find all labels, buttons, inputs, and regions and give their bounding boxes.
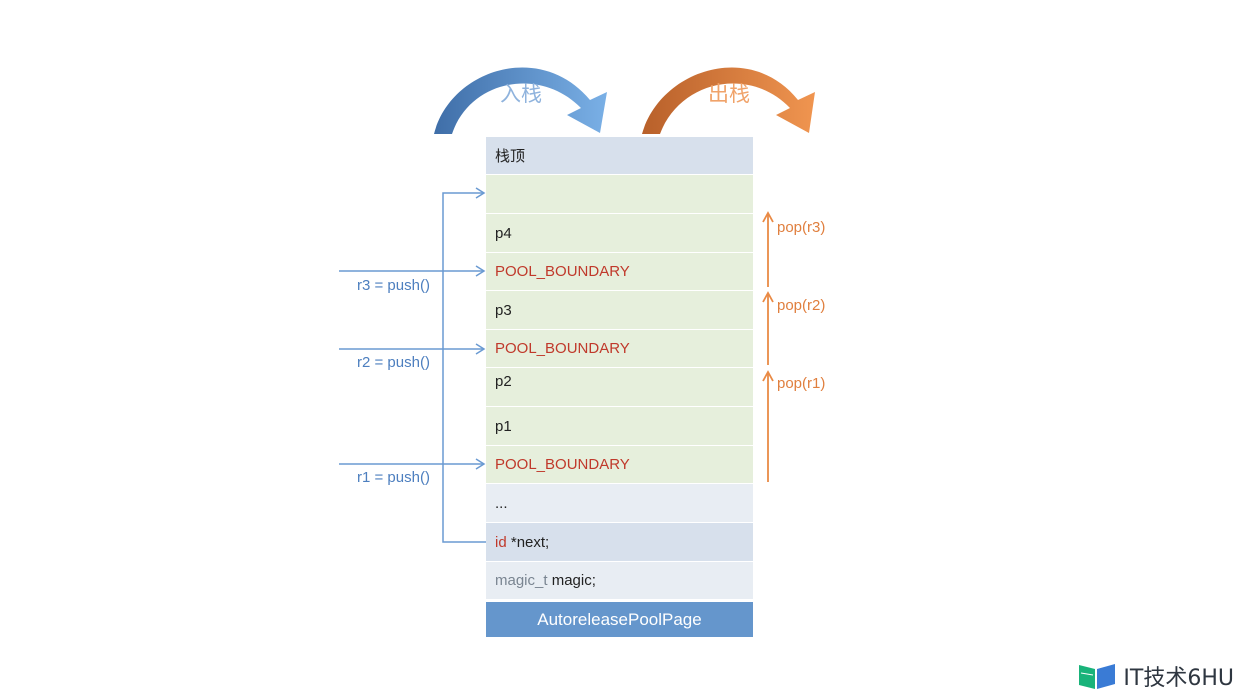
next-field-label: *next; bbox=[506, 533, 550, 551]
pop-label-r3: pop(r3) bbox=[777, 219, 826, 236]
stack-row-label: ... bbox=[495, 494, 508, 512]
stack-top-label: 栈顶 bbox=[495, 148, 526, 165]
stack-row-label: p2 bbox=[495, 373, 512, 390]
pop-arrows bbox=[762, 211, 774, 482]
autorelease-pool-page-stack: 栈顶 p4 POOL_BOUNDARY p3 POOL_BOUNDARY p2 … bbox=[486, 137, 753, 638]
stack-title: AutoreleasePoolPage bbox=[486, 602, 753, 638]
push-arrows bbox=[339, 187, 486, 543]
stack-row-p1: p1 bbox=[486, 407, 753, 446]
push-in-arc bbox=[434, 67, 607, 134]
push-label-r3: r3 = push() bbox=[357, 277, 430, 294]
push-in-label: 入栈 bbox=[500, 82, 542, 106]
stack-row-boundary-r1: POOL_BOUNDARY bbox=[486, 446, 753, 484]
watermark: IT技术6HU bbox=[1077, 660, 1234, 692]
stack-empty-row bbox=[486, 175, 753, 214]
pool-boundary-label: POOL_BOUNDARY bbox=[495, 456, 630, 473]
push-label-r2: r2 = push() bbox=[357, 354, 430, 371]
magic-type-label: magic_t bbox=[495, 572, 548, 589]
stack-row-ellipsis: ... bbox=[486, 484, 753, 523]
stack-row-p3: p3 bbox=[486, 291, 753, 330]
stack-title-label: AutoreleasePoolPage bbox=[537, 609, 702, 629]
pool-boundary-label: POOL_BOUNDARY bbox=[495, 340, 630, 357]
watermark-text: IT技术6HU bbox=[1123, 666, 1234, 691]
next-type-label: id bbox=[495, 533, 507, 551]
pop-out-arc bbox=[642, 67, 815, 134]
pop-label-r1: pop(r1) bbox=[777, 375, 826, 392]
stack-row-next: id *next; bbox=[486, 523, 753, 562]
stack-row-p4: p4 bbox=[486, 214, 753, 253]
push-label-r1: r1 = push() bbox=[357, 469, 430, 486]
stack-row-label: p4 bbox=[495, 224, 512, 242]
pop-out-label: 出栈 bbox=[708, 82, 750, 106]
book-logo-icon bbox=[1079, 664, 1116, 689]
pop-label-r2: pop(r2) bbox=[777, 297, 826, 314]
pool-boundary-label: POOL_BOUNDARY bbox=[495, 263, 630, 280]
stack-top-row: 栈顶 bbox=[486, 137, 753, 175]
stack-row-boundary-r3: POOL_BOUNDARY bbox=[486, 253, 753, 291]
stack-row-label: p3 bbox=[495, 301, 512, 319]
stack-row-label: p1 bbox=[495, 417, 512, 435]
magic-field-label: magic; bbox=[547, 572, 596, 589]
stack-row-boundary-r2: POOL_BOUNDARY bbox=[486, 330, 753, 368]
stack-row-magic: magic_t magic; bbox=[486, 562, 753, 600]
stack-row-p2: p2 bbox=[486, 368, 753, 407]
